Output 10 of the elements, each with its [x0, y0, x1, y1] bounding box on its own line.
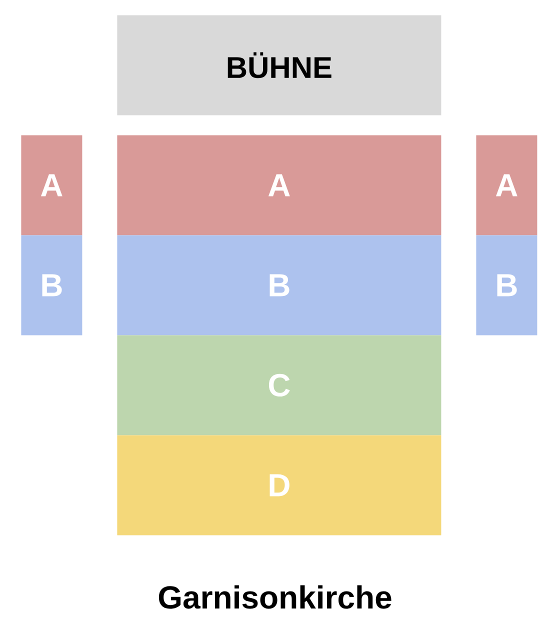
seating-block: B [21, 235, 82, 336]
seating-block: C [117, 335, 442, 436]
seating-block: B [476, 235, 538, 336]
seating-block: A [117, 135, 442, 236]
seating-block: D [117, 435, 442, 536]
seating-block: A [21, 135, 82, 236]
venue-title: Garnisonkirche [158, 585, 392, 609]
stage-block: BÜHNE [117, 15, 442, 116]
seating-block: A [476, 135, 538, 236]
seating-block: B [117, 235, 442, 336]
